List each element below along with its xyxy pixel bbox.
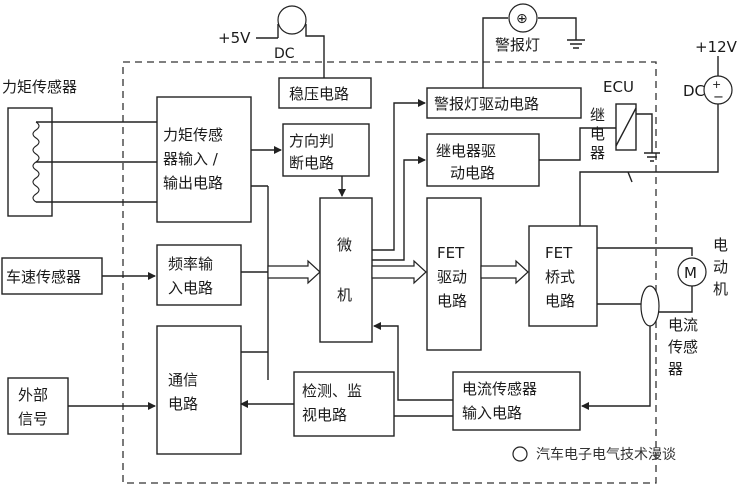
watermark-text: 汽车电子电气技术漫谈 bbox=[536, 446, 676, 463]
dc-12v-label: DC bbox=[683, 82, 705, 100]
direction-label-1: 方向判 bbox=[289, 132, 334, 150]
detect-label-2: 视电路 bbox=[302, 406, 347, 424]
ecu-label: ECU bbox=[603, 78, 634, 96]
dc-source-5v-icon bbox=[277, 5, 307, 35]
torque-io-label-3: 输出电路 bbox=[163, 174, 223, 192]
direction-label-2: 断电路 bbox=[289, 154, 334, 172]
motor-label-1: 电 bbox=[713, 236, 728, 254]
dc-5v-label: DC bbox=[274, 46, 295, 62]
motor-label-3: 机 bbox=[713, 280, 728, 298]
power-5v-label: +5V bbox=[218, 29, 251, 47]
fet-bridge-label-3: 电路 bbox=[545, 292, 575, 310]
torque-io-block bbox=[156, 96, 252, 223]
ground-symbol-relay-icon bbox=[644, 152, 660, 162]
current-sensor-label-1: 电流 bbox=[668, 316, 698, 334]
motor-label-2: 动 bbox=[713, 258, 728, 276]
mcu-label-2: 机 bbox=[337, 286, 352, 304]
fet-driver-label-3: 电路 bbox=[437, 292, 467, 310]
relay-driver-block bbox=[426, 133, 540, 187]
comm-label-1: 通信 bbox=[168, 371, 198, 389]
bus-to-mcu-arrow bbox=[267, 259, 321, 285]
watermark-logo-icon bbox=[512, 446, 528, 462]
mcu-label-1: 微 bbox=[337, 236, 352, 254]
motor-symbol: M bbox=[684, 264, 697, 282]
fet-driver-label-1: FET bbox=[437, 244, 465, 262]
torque-io-label-1: 力矩传感 bbox=[163, 126, 223, 144]
svg-text:+: + bbox=[712, 78, 721, 91]
power-12v-label: +12V bbox=[695, 38, 738, 56]
current-input-block bbox=[452, 371, 581, 431]
relay-driver-label-2: 动电路 bbox=[450, 164, 495, 182]
svg-text:⊕: ⊕ bbox=[516, 11, 528, 27]
external-label-2: 信号 bbox=[18, 410, 48, 428]
regulator-label: 稳压电路 bbox=[289, 85, 349, 103]
svg-text:−: − bbox=[713, 90, 724, 105]
relay-label-2: 电 bbox=[590, 125, 605, 143]
warning-driver-block bbox=[426, 87, 582, 119]
external-signal-block bbox=[7, 377, 69, 435]
fet-bridge-label-2: 桥式 bbox=[545, 268, 575, 286]
mcu-to-fet-driver-arrow bbox=[371, 259, 427, 285]
warning-lamp-icon bbox=[508, 3, 538, 33]
ecu-boundary bbox=[122, 61, 657, 484]
speed-sensor-label: 车速传感器 bbox=[6, 268, 81, 286]
ground-symbol-lamp-icon bbox=[567, 39, 585, 49]
direction-block bbox=[282, 123, 370, 177]
torque-io-label-2: 器输入 / bbox=[163, 150, 219, 168]
relay-label-1: 继 bbox=[590, 106, 605, 124]
fet-driver-block bbox=[426, 197, 482, 351]
fet-bridge-block bbox=[528, 225, 598, 327]
current-sensor-icon bbox=[640, 285, 660, 327]
fet-driver-to-bridge-arrow bbox=[480, 259, 529, 285]
current-sensor-label-3: 器 bbox=[668, 360, 683, 378]
relay-label-3: 器 bbox=[590, 144, 605, 162]
warning-driver-label: 警报灯驱动电路 bbox=[434, 95, 539, 113]
current-input-label-1: 电流传感器 bbox=[462, 380, 537, 398]
mcu-block bbox=[319, 197, 373, 343]
comm-label-2: 电路 bbox=[168, 395, 198, 413]
external-label-1: 外部 bbox=[18, 386, 48, 404]
current-input-label-2: 输入电路 bbox=[462, 404, 522, 422]
freq-input-label-1: 频率输 bbox=[168, 255, 213, 273]
freq-input-block bbox=[156, 244, 242, 306]
warning-lamp-label: 警报灯 bbox=[495, 36, 540, 54]
fet-driver-label-2: 驱动 bbox=[437, 268, 467, 286]
fet-bridge-label-1: FET bbox=[545, 244, 573, 262]
current-sensor-label-2: 传感 bbox=[668, 338, 698, 356]
regulator-block bbox=[278, 77, 372, 109]
freq-input-label-2: 入电路 bbox=[168, 279, 213, 297]
detect-label-1: 检测、监 bbox=[302, 382, 362, 400]
torque-sensor-label: 力矩传感器 bbox=[2, 78, 77, 96]
speed-sensor-block bbox=[1, 257, 103, 295]
relay-driver-label-1: 继电器驱 bbox=[436, 142, 496, 160]
comm-block bbox=[156, 325, 242, 455]
